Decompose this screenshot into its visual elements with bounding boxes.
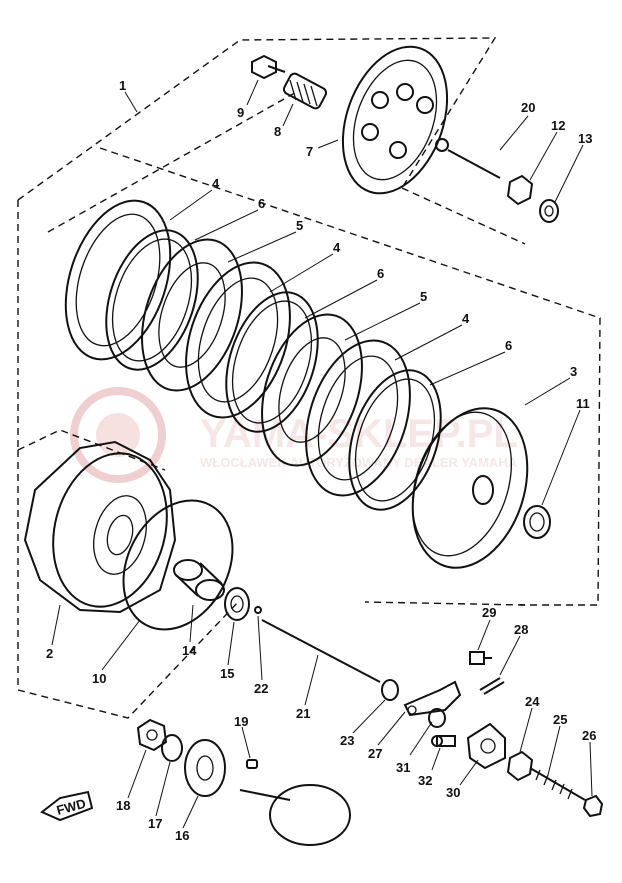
part-25-adjust-screw xyxy=(529,767,586,801)
label-27: 27 xyxy=(368,746,382,761)
plain-plate-5a xyxy=(141,238,243,392)
label-4a: 4 xyxy=(212,176,220,191)
part-16-primary-drive-gear xyxy=(184,739,226,797)
part-28-spring xyxy=(479,677,505,695)
watermark-subtitle: WŁOCŁAWEK AUTORYZOWANY DEALER YAMAHA xyxy=(200,455,518,470)
part-26-nut xyxy=(582,794,604,818)
label-14: 14 xyxy=(182,643,197,658)
label-6a: 6 xyxy=(258,196,265,211)
part-number-labels: 1 9 8 7 20 12 13 4 6 5 4 6 5 4 6 3 11 2 … xyxy=(46,78,596,843)
label-31: 31 xyxy=(396,760,410,775)
label-3: 3 xyxy=(570,364,577,379)
plain-plate-5b xyxy=(261,313,363,467)
label-29: 29 xyxy=(482,605,496,620)
label-30: 30 xyxy=(446,785,460,800)
fwd-label: FWD xyxy=(55,796,87,818)
part-3-clutch-boss xyxy=(411,407,529,569)
leader-lines xyxy=(51,79,593,829)
part-30-adjuster xyxy=(466,722,506,770)
steel-plate-6a xyxy=(105,229,199,371)
part-27-lever xyxy=(403,680,462,717)
part-18-nut xyxy=(136,718,168,752)
label-26: 26 xyxy=(582,728,596,743)
label-2: 2 xyxy=(46,646,53,661)
label-19: 19 xyxy=(234,714,248,729)
part-14-spacer xyxy=(173,559,225,601)
label-5a: 5 xyxy=(296,218,303,233)
part-9-bolt xyxy=(251,54,286,80)
part-19-key xyxy=(246,759,258,769)
label-4b: 4 xyxy=(333,240,341,255)
label-1: 1 xyxy=(119,78,126,93)
label-17: 17 xyxy=(148,816,162,831)
label-12: 12 xyxy=(551,118,565,133)
part-24-locknut xyxy=(506,750,534,782)
label-4c: 4 xyxy=(462,311,470,326)
label-23: 23 xyxy=(340,733,354,748)
part-10-o-ring xyxy=(122,499,234,631)
friction-plate-4c xyxy=(305,339,411,497)
label-7: 7 xyxy=(306,144,313,159)
label-11: 11 xyxy=(576,396,590,411)
label-25: 25 xyxy=(553,712,567,727)
part-23-bushing xyxy=(381,679,399,701)
label-5b: 5 xyxy=(420,289,427,304)
label-6b: 6 xyxy=(377,266,384,281)
label-32: 32 xyxy=(418,773,432,788)
label-24: 24 xyxy=(525,694,540,709)
part-12-nut xyxy=(506,174,534,206)
friction-plate-4b xyxy=(185,261,291,419)
part-13-washer xyxy=(539,199,559,223)
part-8-spring xyxy=(282,72,328,110)
plate-stack xyxy=(64,199,442,511)
label-6c: 6 xyxy=(505,338,512,353)
part-7-pressure-plate xyxy=(341,45,449,195)
label-21: 21 xyxy=(296,706,310,721)
label-20: 20 xyxy=(521,100,535,115)
fwd-arrow: FWD xyxy=(40,790,94,822)
part-31-washer xyxy=(428,708,446,728)
label-9: 9 xyxy=(237,105,244,120)
label-18: 18 xyxy=(116,798,130,813)
group-outlines xyxy=(17,37,601,719)
steel-plate-6b xyxy=(225,291,319,433)
friction-plate-4a xyxy=(64,199,172,361)
part-22-ball xyxy=(254,606,262,614)
label-15: 15 xyxy=(220,666,234,681)
part-21-push-rod xyxy=(261,619,381,683)
label-13: 13 xyxy=(578,131,592,146)
label-22: 22 xyxy=(254,681,268,696)
part-11-circlip xyxy=(523,505,551,539)
label-8: 8 xyxy=(274,124,281,139)
part-20-push-rod xyxy=(435,138,501,179)
crankshaft xyxy=(239,784,351,846)
part-17-washer xyxy=(161,734,183,762)
part-2-clutch-housing xyxy=(23,440,177,614)
steel-plate-6c xyxy=(348,369,442,511)
part-15-washer xyxy=(224,587,250,621)
label-16: 16 xyxy=(175,828,189,843)
part-29-screw xyxy=(469,651,492,665)
label-28: 28 xyxy=(514,622,528,637)
part-32-screw xyxy=(431,735,456,747)
label-10: 10 xyxy=(92,671,106,686)
